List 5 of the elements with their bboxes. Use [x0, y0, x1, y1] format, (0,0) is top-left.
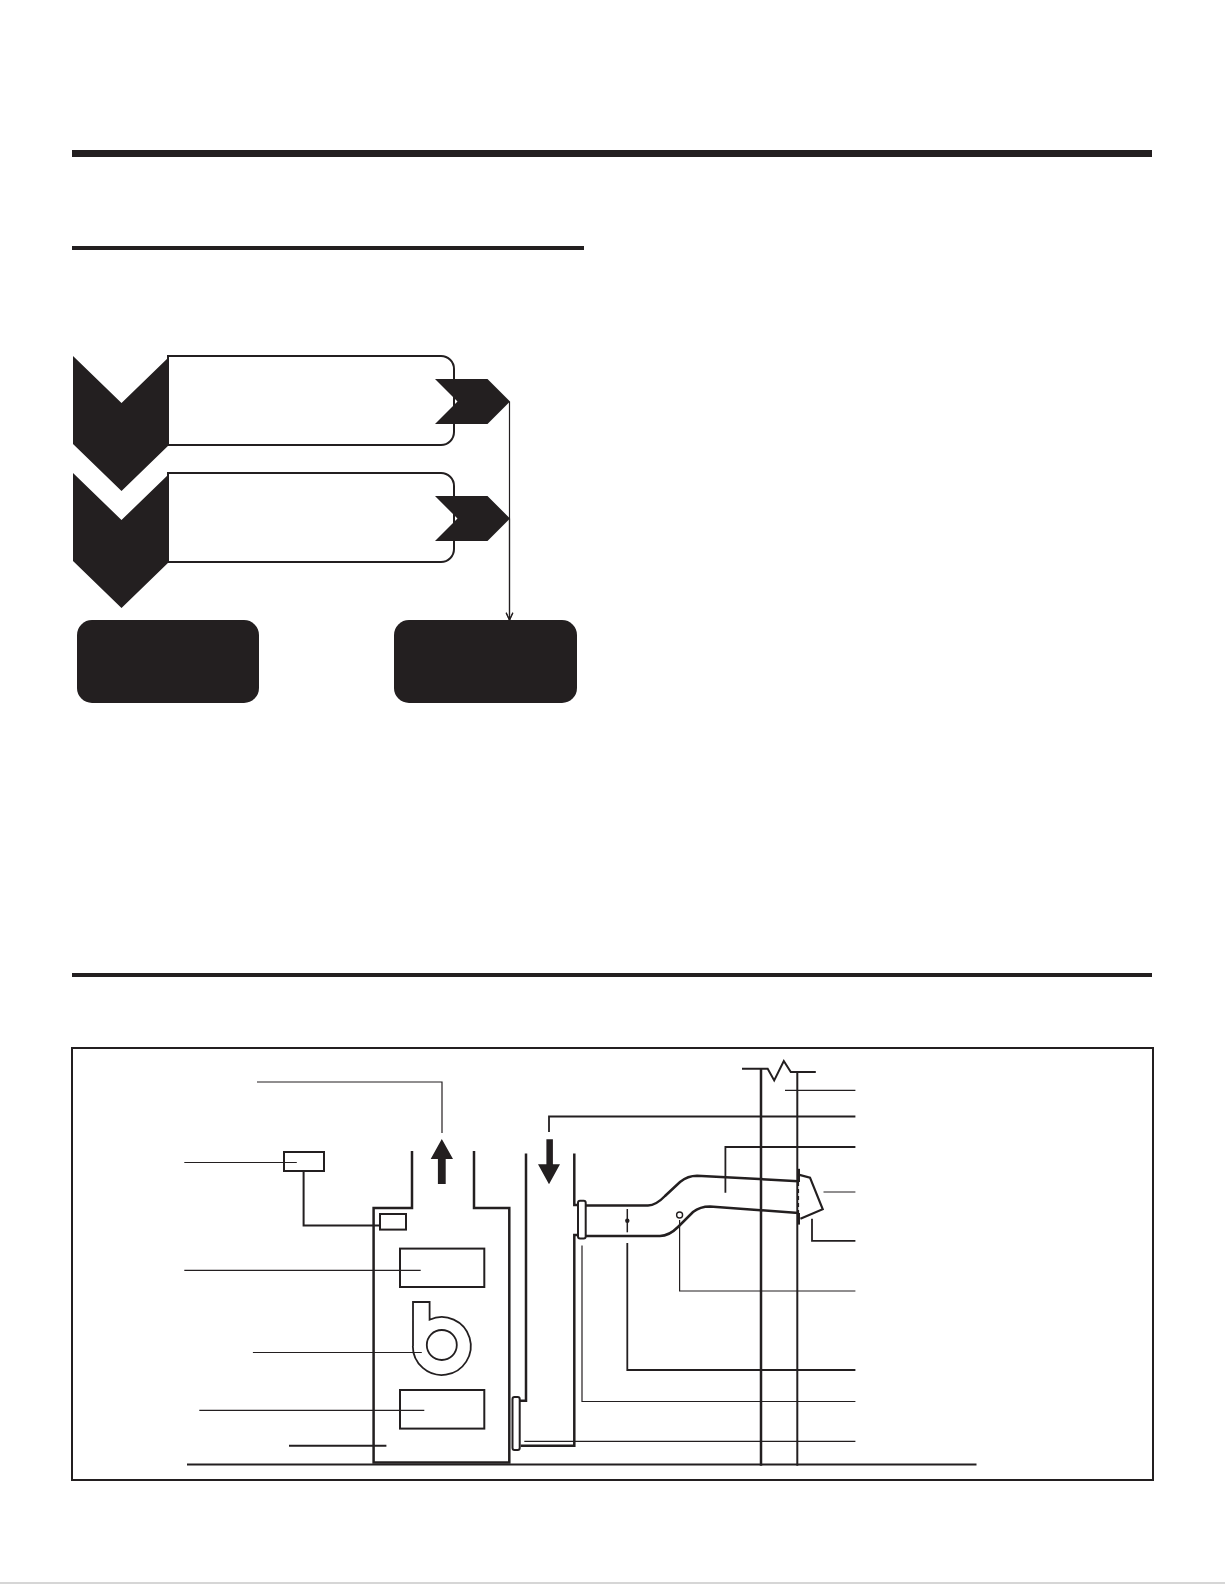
- result-box: [77, 620, 259, 703]
- step-box: [73, 472, 510, 608]
- result-box: [394, 620, 577, 703]
- connector-arrow: [505, 517, 514, 621]
- step-box: [73, 355, 510, 491]
